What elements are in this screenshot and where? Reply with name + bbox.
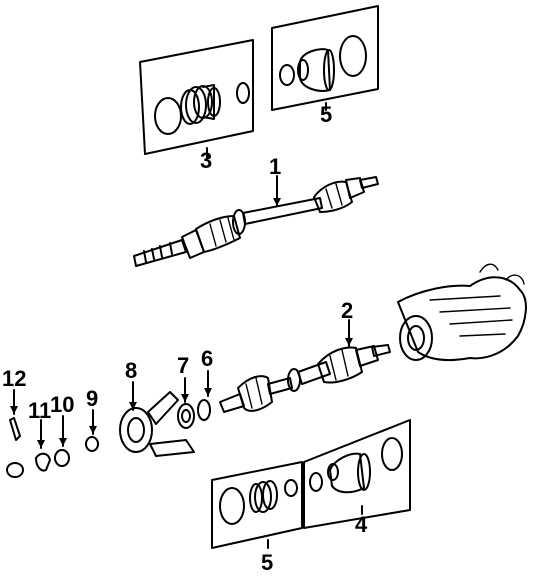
- callout-12: 12: [2, 366, 26, 391]
- callout-4: 4: [355, 512, 368, 537]
- boot-kit-panel-3: [139, 39, 254, 159]
- callout-3: 3: [200, 148, 212, 173]
- callout-11: 11: [28, 398, 51, 423]
- callout-5-bottom: 5: [261, 550, 273, 575]
- drive-shaft-assembly-1: [133, 175, 379, 267]
- callout-7: 7: [177, 353, 189, 378]
- drive-shaft-assembly-2: [219, 319, 391, 413]
- boot-kit-panel-5-top: [271, 5, 379, 111]
- boot-kit-panel-5-bottom: [211, 461, 303, 549]
- callout-2: 2: [341, 298, 353, 323]
- callout-10: 10: [50, 392, 74, 417]
- callout-1: 1: [269, 154, 281, 179]
- callout-9: 9: [86, 386, 98, 411]
- lock-cap-11: [35, 419, 51, 472]
- transmission-housing: [397, 263, 527, 361]
- callout-8: 8: [125, 358, 137, 383]
- boot-kit-panel-4: [303, 419, 411, 529]
- callout-5-top: 5: [320, 102, 332, 127]
- cotter-pin-12: [9, 389, 21, 441]
- steering-knuckle-8: [119, 381, 195, 457]
- callout-6: 6: [201, 346, 213, 371]
- washer-10: [54, 415, 70, 467]
- seal-7: [177, 377, 195, 429]
- bearing-6: [197, 370, 212, 421]
- nut-9: [85, 409, 99, 452]
- nut-bottom-left: [6, 462, 24, 478]
